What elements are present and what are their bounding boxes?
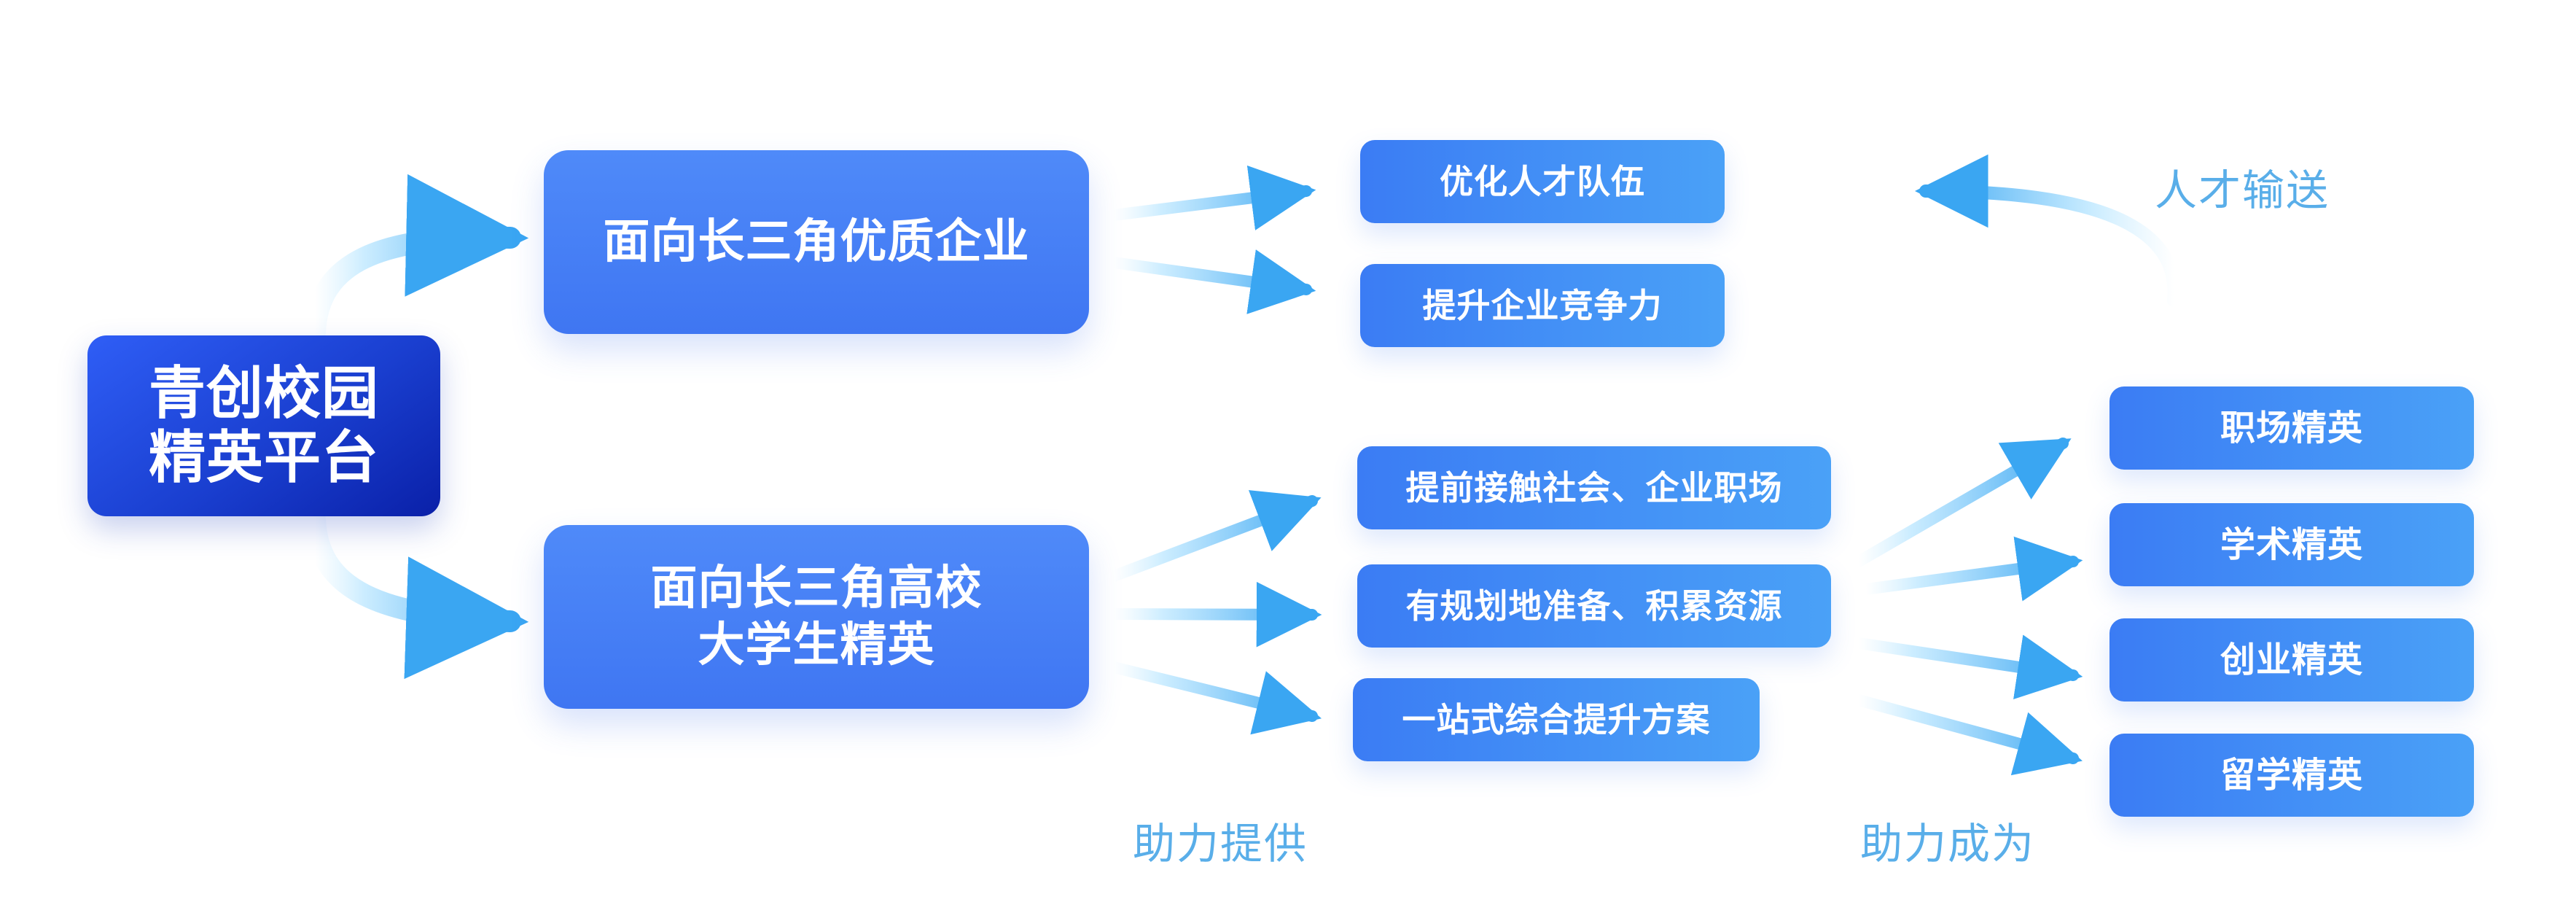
bottom-middle-plan-accumulate: 有规划地准备、积累资源 <box>1357 564 1831 648</box>
root-node-line-1: 青创校园 <box>148 361 379 427</box>
arrow-mid-bottom-to-onestop <box>1108 661 1322 735</box>
top-output-optimize-talent: 优化人才队伍 <box>1360 140 1725 223</box>
mid-node-students-line-1: 面向长三角高校 <box>650 561 983 615</box>
arrow-to-academic <box>1860 536 2083 602</box>
annotation-assist-provide: 助力提供 <box>1133 819 1308 868</box>
outcome-study-abroad-elite: 留学精英 <box>2109 734 2474 817</box>
mid-node-enterprises-label: 面向长三角优质企业 <box>603 215 1030 269</box>
outcome-academic-elite: 学术精英 <box>2109 503 2474 586</box>
mid-node-students-line-2: 大学生精英 <box>698 618 935 672</box>
annotation-assist-become: 助力成为 <box>1860 819 2036 868</box>
arrow-mid-bottom-to-contact <box>1108 490 1322 582</box>
mid-node-enterprises: 面向长三角优质企业 <box>544 150 1089 334</box>
arrow-root-to-mid-top <box>304 174 529 343</box>
root-node-platform: 青创校园 精英平台 <box>87 335 440 516</box>
arrow-to-career <box>1853 438 2072 567</box>
top-output-enhance-competitiveness: 提升企业竞争力 <box>1360 264 1725 347</box>
root-node-line-2: 精英平台 <box>148 425 379 491</box>
bottom-middle-one-stop: 一站式综合提升方案 <box>1353 678 1760 761</box>
arrow-talent-delivery <box>1914 154 2181 307</box>
arrow-mid-bottom-to-plan <box>1108 581 1322 648</box>
arrow-mid-top-to-compete <box>1108 249 1316 314</box>
mid-node-students: 面向长三角高校 大学生精英 <box>544 525 1089 709</box>
outcome-career-elite: 职场精英 <box>2109 386 2474 470</box>
annotation-talent-delivery: 人才输送 <box>2155 166 2330 215</box>
arrow-root-to-mid-bottom <box>304 508 529 680</box>
outcome-startup-elite: 创业精英 <box>2109 618 2474 702</box>
arrow-to-study-abroad <box>1853 694 2083 776</box>
bottom-middle-early-contact: 提前接触社会、企业职场 <box>1357 446 1831 529</box>
arrow-mid-top-to-optimize <box>1108 165 1316 230</box>
arrow-to-startup <box>1853 634 2083 700</box>
